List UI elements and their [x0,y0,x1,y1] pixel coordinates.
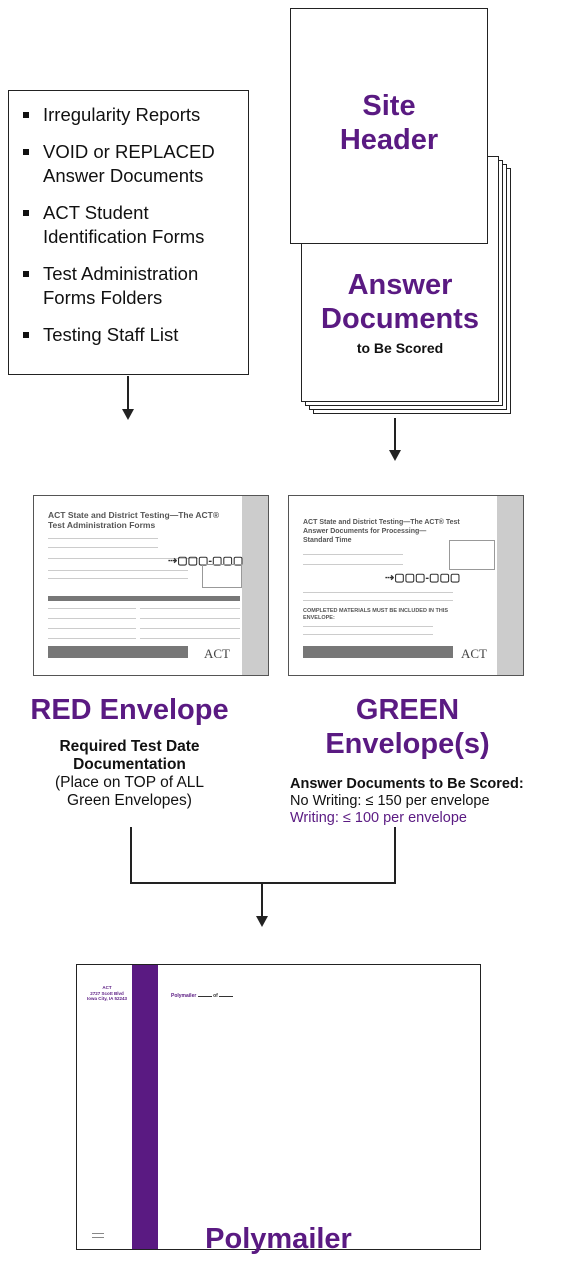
table-line [140,638,240,639]
checklist-item: VOID or REPLACED Answer Documents [19,140,238,188]
green-thumb-heading-1: ACT State and District Testing—The ACT® … [303,519,460,526]
barcode-mark [92,1233,104,1238]
red-envelope-thumbnail: ACT State and District Testing—The ACT® … [33,495,269,676]
green-thumb-heading-3: Standard Time [303,537,352,544]
green-envelope-title: GREEN Envelope(s) [280,693,535,761]
arrow-down-icon [122,409,134,420]
info-box [202,564,242,588]
site-header-line2: Header [339,124,439,156]
form-line [303,564,403,565]
checklist-item: ACT Student Identification Forms [19,201,238,249]
green-writing: Writing: ≤ 100 per envelope [290,810,467,826]
table-line [48,628,136,629]
polymailer-address: ACT 2727 Scott Blvd Iowa City, IA 52243 [85,985,129,1002]
arrow-box-graphic: ⇢▢▢▢-▢▢▢ [385,572,461,584]
green-thumb-heading-2: Answer Documents for Processing— [303,528,427,535]
envelope-strip [497,496,523,675]
table-header-bar [48,596,240,601]
form-line [48,578,188,579]
red-desc-bold-1: Required Test Date [59,738,200,755]
form-line [48,547,158,548]
site-header-sheet: Site Header [290,8,488,244]
arrow-line [261,883,263,917]
info-box [449,540,495,570]
footer-bar [303,646,453,658]
polymailer-label-of: of [213,993,218,999]
green-thumb-section-title: COMPLETED MATERIALS MUST BE INCLUDED IN … [303,608,449,621]
form-line [303,592,453,593]
site-header-line1: Site [362,90,416,122]
table-line [48,638,136,639]
red-thumb-heading-1: ACT State and District Testing—The ACT® [48,510,220,520]
red-desc-bold-2: Documentation [73,756,186,773]
green-envelope-description: Answer Documents to Be Scored: No Writin… [290,776,558,827]
form-line [303,626,433,627]
checklist-item: Testing Staff List [19,323,238,347]
checklist-list: Irregularity Reports VOID or REPLACED An… [19,103,238,347]
green-title-line1: GREEN [355,694,460,726]
answer-title-line2: Documents [321,303,479,335]
red-desc-line3: (Place on TOP of ALL [54,774,205,791]
act-logo: ACT [461,646,487,661]
checklist-item: Irregularity Reports [19,103,238,127]
arrow-down-icon [389,450,401,461]
answer-documents-subtitle: to Be Scored [356,340,444,356]
green-thumb-heading: ACT State and District Testing—The ACT® … [303,518,460,545]
polymailer-caption: Polymailer [205,1223,352,1255]
materials-checklist: Irregularity Reports VOID or REPLACED An… [8,90,249,375]
green-title-line2: Envelope(s) [325,728,490,760]
footer-bar [48,646,188,658]
green-desc-bold: Answer Documents to Be Scored: [290,776,524,792]
green-no-writing: No Writing: ≤ 150 per envelope [290,793,490,809]
red-envelope-description: Required Test Date Documentation (Place … [2,738,257,810]
table-line [140,608,240,609]
site-header-title: Site Header [291,89,487,157]
connector-line [130,882,396,884]
red-thumb-heading-2: Test Administration Forms [48,520,156,530]
arrow-line [127,376,129,410]
answer-documents-title: Answer Documents [302,268,498,336]
arrow-line [394,418,396,451]
answer-title-line1: Answer [347,269,453,301]
polymailer-stripe [132,965,158,1249]
form-line [48,558,198,559]
polymailer-thumbnail: ACT 2727 Scott Blvd Iowa City, IA 52243 … [76,964,481,1250]
blank-line [197,996,212,997]
address-line: 2727 Scott Blvd [90,990,124,996]
blank-line [219,996,234,997]
table-line [140,618,240,619]
envelope-strip [242,496,268,675]
form-line [303,634,433,635]
red-envelope-title: RED Envelope [30,694,229,726]
connector-line [394,827,396,883]
red-thumb-heading: ACT State and District Testing—The ACT® … [48,510,219,530]
connector-line [130,827,132,883]
red-desc-line4: Green Envelopes) [67,792,192,809]
form-line [303,554,403,555]
form-line [48,570,188,571]
table-line [48,608,136,609]
polymailer-label: Polymailer of [171,993,234,999]
checklist-item: Test Administration Forms Folders [19,262,238,310]
act-logo: ACT [204,646,230,661]
green-envelope-thumbnail: ACT State and District Testing—The ACT® … [288,495,524,676]
address-line: ACT [102,985,112,990]
form-line [303,600,453,601]
form-line [48,538,158,539]
table-line [140,628,240,629]
table-line [48,618,136,619]
arrow-down-icon [256,916,268,927]
polymailer-label-text: Polymailer [171,993,197,999]
address-line: Iowa City, IA 52243 [86,996,128,1001]
